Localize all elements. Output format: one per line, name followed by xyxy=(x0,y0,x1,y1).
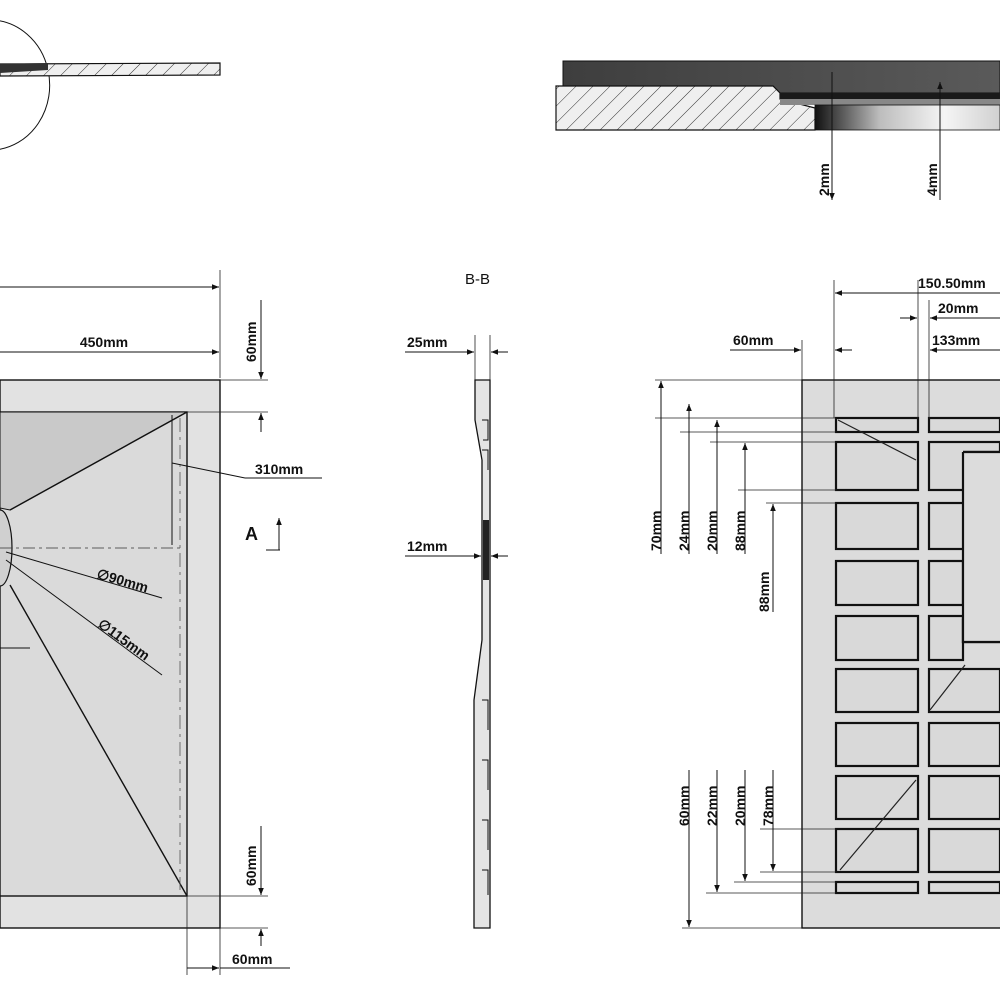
profile-section xyxy=(0,62,221,77)
drain-recess-fill xyxy=(963,452,1000,642)
top-dim-label: 70mm xyxy=(648,511,664,551)
rib-slot xyxy=(834,721,920,768)
rib-slot xyxy=(927,667,1000,714)
step-label-2mm: 2mm xyxy=(816,163,832,196)
top-dim-label: 24mm xyxy=(676,511,692,551)
rib-slot xyxy=(927,774,1000,821)
rib-slot xyxy=(834,614,920,662)
diameter-90-leader xyxy=(5,551,163,599)
detail-view-right: 2mm 4mm xyxy=(555,60,1000,200)
rib-slot xyxy=(927,721,1000,768)
rib-slot xyxy=(927,416,1000,434)
rib-slot xyxy=(834,440,920,492)
rib-slot xyxy=(834,416,920,434)
drain-recess-edge xyxy=(961,450,1000,644)
rib-slot xyxy=(834,827,920,874)
rib-slot xyxy=(834,501,920,551)
right-border-label: 60mm xyxy=(232,951,272,967)
left-border-label: 60mm xyxy=(733,332,773,348)
section-view: B-B 25mm 12mm xyxy=(405,271,508,929)
diameter-115-leader xyxy=(5,559,163,676)
bottom-dim-label: 60mm xyxy=(676,786,692,826)
rib-slot xyxy=(927,559,965,607)
slot-gap-label: 20mm xyxy=(938,300,978,316)
section-body xyxy=(473,379,491,929)
top-dim-label: 88mm xyxy=(756,572,772,612)
slot-width-label: 133mm xyxy=(932,332,980,348)
drain-grate-profile xyxy=(814,104,1000,131)
slope-ridge-top xyxy=(9,411,188,511)
profile-hatched-section xyxy=(555,85,816,131)
slope-leader xyxy=(171,462,246,479)
step-label-4mm: 4mm xyxy=(924,163,940,196)
detail-circle xyxy=(0,20,51,150)
slope-line-1 xyxy=(837,419,917,461)
bottom-border-label: 60mm xyxy=(243,846,259,886)
profile-dark-edge xyxy=(0,63,48,73)
rib-slot xyxy=(834,880,920,895)
rib-slot xyxy=(834,667,920,714)
top-dim-label: 88mm xyxy=(732,511,748,551)
section-ribs xyxy=(482,419,489,895)
step-dark-1 xyxy=(780,93,1000,99)
width-label: 450mm xyxy=(80,334,128,350)
rib-slot xyxy=(927,827,1000,874)
slope-line-3 xyxy=(929,664,966,711)
bottom-dim-label: 20mm xyxy=(732,786,748,826)
slope-ridge-bottom xyxy=(9,584,188,897)
rib-slot xyxy=(927,614,965,662)
bottom-dim-label: 78mm xyxy=(760,786,776,826)
section-arrow-label: A xyxy=(245,524,258,544)
top-border-label: 60mm xyxy=(243,322,259,362)
section-drain-core xyxy=(483,520,489,580)
rib-slot xyxy=(834,774,920,821)
slope-line-2 xyxy=(839,779,917,871)
thickness-label: 25mm xyxy=(407,334,447,350)
step-grey-2 xyxy=(780,99,1000,105)
slope-length-label: 310mm xyxy=(255,461,303,477)
top-dim-label: 20mm xyxy=(704,511,720,551)
center-thickness-label: 12mm xyxy=(407,538,447,554)
detail-view-left xyxy=(0,20,221,150)
rib-slot xyxy=(834,559,920,607)
section-title: B-B xyxy=(465,271,490,288)
top-width-label: 150.50mm xyxy=(918,275,986,291)
bottom-dim-label: 22mm xyxy=(704,786,720,826)
underside-view: 150.50mm 20mm 133mm 60mm 70mm 24mm 20mm … xyxy=(648,275,1000,929)
plan-view: 450mm 60mm 310mm A ∅90mm ∅115mm 60mm xyxy=(0,270,322,975)
rib-slot xyxy=(927,880,1000,895)
